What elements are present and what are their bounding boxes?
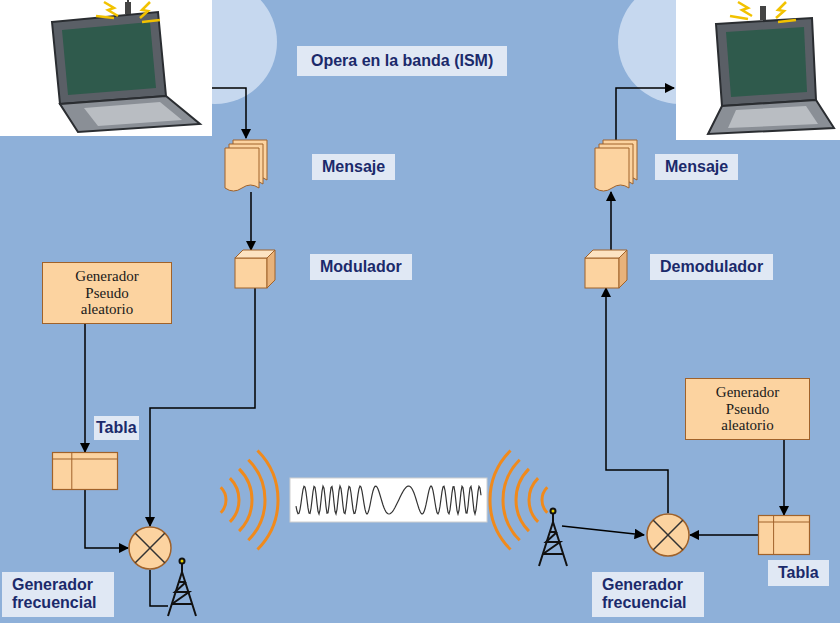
radio-wave: [257, 451, 278, 550]
signal-connector: [85, 490, 128, 548]
signal-line: [212, 88, 246, 138]
antenna-tower: [539, 509, 567, 567]
radio-wave: [516, 469, 529, 531]
message-icon-art: [225, 140, 267, 192]
radio-waves: [221, 451, 548, 550]
radio-wave: [542, 487, 547, 512]
signal-connector: [606, 288, 668, 513]
node-label: Mensaje: [655, 154, 738, 180]
message-icon: Mensaje: [595, 140, 637, 192]
radio-wave: [490, 451, 511, 550]
radio-wave: [221, 487, 226, 512]
signal-connector: [250, 192, 252, 250]
modulator-icon: Modulador: [235, 250, 275, 288]
signal-connector: [610, 192, 612, 250]
fhss-signal: [296, 486, 481, 514]
laptop-left: [0, 0, 212, 136]
generator-box: Generador Pseudo aleatorio: [685, 378, 810, 440]
message-icon: Mensaje: [225, 140, 267, 192]
modulator-icon-art: [585, 250, 627, 288]
modulator-icon: Demodulador: [585, 250, 627, 288]
mixer-symbol: Generador frecuencial: [128, 526, 172, 570]
node-label: Generador frecuencial: [592, 572, 704, 617]
laptop-right: [676, 0, 840, 140]
mixer-symbol: Generador frecuencial: [646, 513, 690, 557]
node-label: Tabla: [768, 560, 829, 586]
node-label: Demodulador: [650, 254, 773, 280]
radio-wave: [239, 469, 252, 531]
node-label: Modulador: [310, 254, 412, 280]
antenna-tower: [168, 559, 196, 617]
table-icon: Tabla: [52, 452, 118, 490]
node-label: Mensaje: [312, 154, 395, 180]
generator-text: Generador Pseudo aleatorio: [61, 268, 153, 318]
table-icon: Tabla: [758, 515, 810, 555]
signal-line: [616, 88, 674, 140]
generator-text: Generador Pseudo aleatorio: [702, 384, 794, 434]
node-label: Tabla: [94, 416, 139, 440]
mixer-symbol-art: [646, 513, 690, 557]
signal-line: [562, 526, 644, 535]
radio-wave: [230, 478, 239, 522]
radio-wave: [248, 460, 265, 541]
node-label: Generador frecuencial: [2, 572, 114, 617]
table-icon-art: [758, 515, 810, 555]
signal-connector: [84, 324, 86, 452]
modulator-icon-art: [235, 250, 275, 288]
radio-wave: [503, 460, 520, 541]
table-icon-art: [52, 452, 118, 490]
message-icon-art: [595, 140, 637, 192]
generator-box: Generador Pseudo aleatorio: [42, 262, 172, 324]
radio-wave: [529, 478, 538, 522]
signal-connector: [690, 534, 758, 536]
signal-panel: [290, 478, 487, 522]
signal-line: [150, 570, 168, 606]
mixer-symbol-art: [128, 526, 172, 570]
signal-connector: [783, 440, 785, 515]
band-label: Opera en la banda (ISM): [297, 46, 507, 76]
